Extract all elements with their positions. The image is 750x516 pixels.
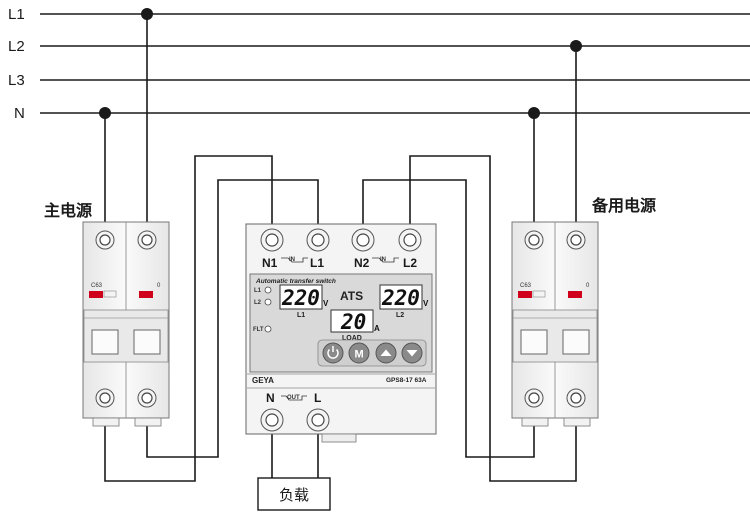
toggle-handle[interactable] bbox=[562, 329, 590, 355]
terminal-screw bbox=[403, 233, 417, 247]
label-plate bbox=[532, 290, 546, 298]
up-button[interactable] bbox=[375, 342, 397, 364]
triangle-up-icon bbox=[380, 349, 392, 356]
breaker-rating: C63 bbox=[520, 283, 532, 289]
lcd-voltage-1-unit: V bbox=[323, 299, 329, 308]
lcd-voltage-2-unit: V bbox=[423, 299, 429, 308]
status-indicator-red bbox=[139, 291, 153, 298]
terminal-screw bbox=[356, 233, 370, 247]
bus-lines: L1 L2 L3 N bbox=[8, 6, 750, 122]
load-frame bbox=[257, 477, 331, 511]
mode-button-label: M bbox=[355, 349, 364, 361]
toggle-handle[interactable] bbox=[133, 329, 161, 355]
button-strip bbox=[317, 339, 427, 367]
power-icon bbox=[327, 348, 339, 359]
mode-button-circle[interactable] bbox=[348, 342, 370, 364]
toggle-handle[interactable] bbox=[91, 329, 119, 355]
terminal-label-n1: N1 bbox=[262, 256, 278, 270]
power-button[interactable] bbox=[322, 342, 344, 364]
model-label: GPS8-17 63A bbox=[386, 377, 427, 384]
breaker-rating-2: 0 bbox=[586, 283, 590, 289]
terminal-screw bbox=[311, 413, 325, 427]
load-box: 负载 bbox=[257, 477, 331, 511]
wires bbox=[104, 14, 577, 482]
din-clip bbox=[321, 433, 357, 443]
mode-button[interactable]: M bbox=[348, 342, 370, 364]
toggle-handle[interactable] bbox=[520, 329, 548, 355]
out-terminal-label-n: N bbox=[266, 391, 275, 405]
wire bbox=[409, 155, 577, 482]
terminal-screw bbox=[570, 234, 582, 246]
indicator-led-l2 bbox=[264, 298, 272, 306]
ats-center-label: ATS bbox=[340, 289, 363, 303]
lcd-voltage-1-value: 220 bbox=[281, 286, 320, 310]
lcd-voltage-2 bbox=[379, 284, 423, 310]
terminal-screw bbox=[99, 234, 111, 246]
wire bbox=[104, 155, 273, 482]
terminal-label-l2: L2 bbox=[403, 256, 417, 270]
din-clip bbox=[521, 417, 549, 427]
triangle-down-icon bbox=[406, 350, 418, 357]
lcd-voltage-2-value: 220 bbox=[381, 286, 420, 310]
indicator-label-flt: FLT bbox=[253, 327, 264, 333]
in-bracket bbox=[372, 257, 399, 263]
indicator-label-l1: L1 bbox=[254, 288, 262, 294]
power-button-circle[interactable] bbox=[322, 342, 344, 364]
ats-device: N1 L1 N2 L2 IN IN Automatic transfer swi… bbox=[245, 223, 437, 443]
wire bbox=[146, 179, 319, 458]
bus-label-l1: L1 bbox=[8, 6, 25, 23]
lcd-voltage-2-label: L2 bbox=[396, 312, 404, 319]
junction-dots bbox=[99, 8, 582, 119]
backup-breaker: C63 0 bbox=[511, 221, 599, 427]
terminal-screw bbox=[528, 392, 540, 404]
out-terminal-label-l: L bbox=[314, 391, 321, 405]
lcd-voltage-1 bbox=[279, 284, 323, 310]
in-tag-1: IN bbox=[289, 257, 295, 263]
indicator-led-flt bbox=[264, 325, 272, 333]
status-indicator-red bbox=[89, 291, 103, 298]
lcd-current-value: 20 bbox=[340, 310, 366, 334]
breaker-rating: C63 bbox=[91, 283, 103, 289]
status-indicator-red bbox=[568, 291, 582, 298]
main-breaker: C63 0 bbox=[82, 221, 170, 427]
lcd-current bbox=[330, 309, 374, 333]
terminal-screw bbox=[311, 233, 325, 247]
out-bracket bbox=[281, 395, 307, 401]
din-clip bbox=[92, 417, 120, 427]
din-clip bbox=[134, 417, 162, 427]
terminal-screw bbox=[141, 392, 153, 404]
terminal-screw bbox=[265, 413, 279, 427]
status-indicator-red bbox=[518, 291, 532, 298]
terminal-screw bbox=[141, 234, 153, 246]
indicator-led-l1 bbox=[264, 286, 272, 294]
out-tag: OUT bbox=[287, 395, 300, 401]
lcd-current-unit: A bbox=[374, 324, 380, 333]
terminal-label-n2: N2 bbox=[354, 256, 370, 270]
down-button[interactable] bbox=[401, 342, 423, 364]
in-bracket bbox=[281, 257, 308, 263]
bus-label-l2: L2 bbox=[8, 38, 25, 55]
terminal-screw bbox=[265, 233, 279, 247]
indicator-label-l2: L2 bbox=[254, 300, 262, 306]
lcd-voltage-1-label: L1 bbox=[297, 312, 305, 319]
backup-power-label: 备用电源 bbox=[591, 196, 656, 215]
terminal-label-l1: L1 bbox=[310, 256, 324, 270]
panel-title: Automatic transfer switch bbox=[255, 278, 336, 285]
label-plate bbox=[103, 290, 117, 298]
bus-label-l3: L3 bbox=[8, 72, 25, 89]
brand-logo: GEYA bbox=[252, 376, 274, 385]
bus-label-n: N bbox=[14, 105, 25, 122]
din-clip bbox=[563, 417, 591, 427]
terminal-screw bbox=[528, 234, 540, 246]
in-tag-2: IN bbox=[380, 257, 386, 263]
main-power-label: 主电源 bbox=[44, 201, 92, 220]
terminal-screw bbox=[570, 392, 582, 404]
breaker-rating-2: 0 bbox=[157, 283, 161, 289]
lcd-current-label: LOAD bbox=[342, 335, 362, 342]
terminal-screw bbox=[99, 392, 111, 404]
wire bbox=[362, 179, 535, 458]
load-label: 负载 bbox=[279, 486, 309, 504]
